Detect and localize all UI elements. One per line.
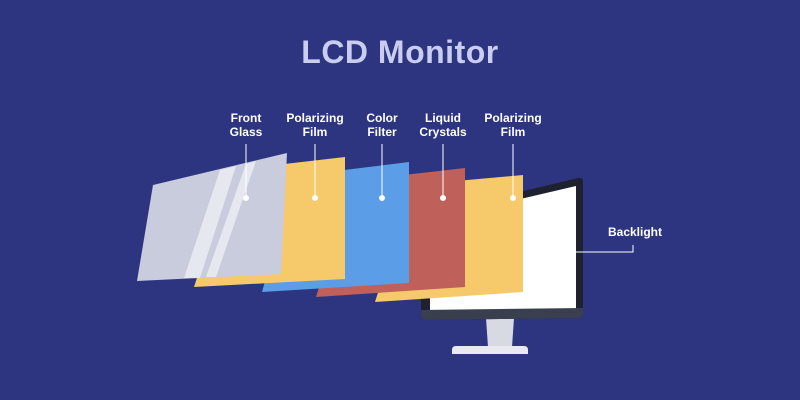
glass-highlight-2	[206, 161, 256, 277]
backlight-leader	[546, 245, 634, 253]
color-filter-dot	[379, 195, 385, 201]
label-polarizing-film-2: Polarizing Film	[484, 111, 542, 139]
label-liquid-crystals: Liquid Crystals	[419, 111, 467, 139]
label-front-glass: Front Glass	[229, 111, 263, 139]
label-color-filter: Color Filter	[366, 111, 398, 139]
polarizing-film-2-dot	[510, 195, 516, 201]
glass-highlight-1	[184, 166, 236, 278]
monitor-stand-base	[452, 346, 528, 354]
backlight-dot	[543, 249, 549, 255]
label-polarizing-film-1: Polarizing Film	[286, 111, 344, 139]
monitor-chin	[421, 308, 583, 320]
label-backlight: Backlight	[607, 225, 662, 239]
front-glass-dot	[243, 195, 249, 201]
liquid-crystals-dot	[440, 195, 446, 201]
monitor-stand-neck	[486, 318, 514, 347]
page-title: LCD Monitor	[301, 34, 499, 70]
polarizing-film-1-dot	[312, 195, 318, 201]
